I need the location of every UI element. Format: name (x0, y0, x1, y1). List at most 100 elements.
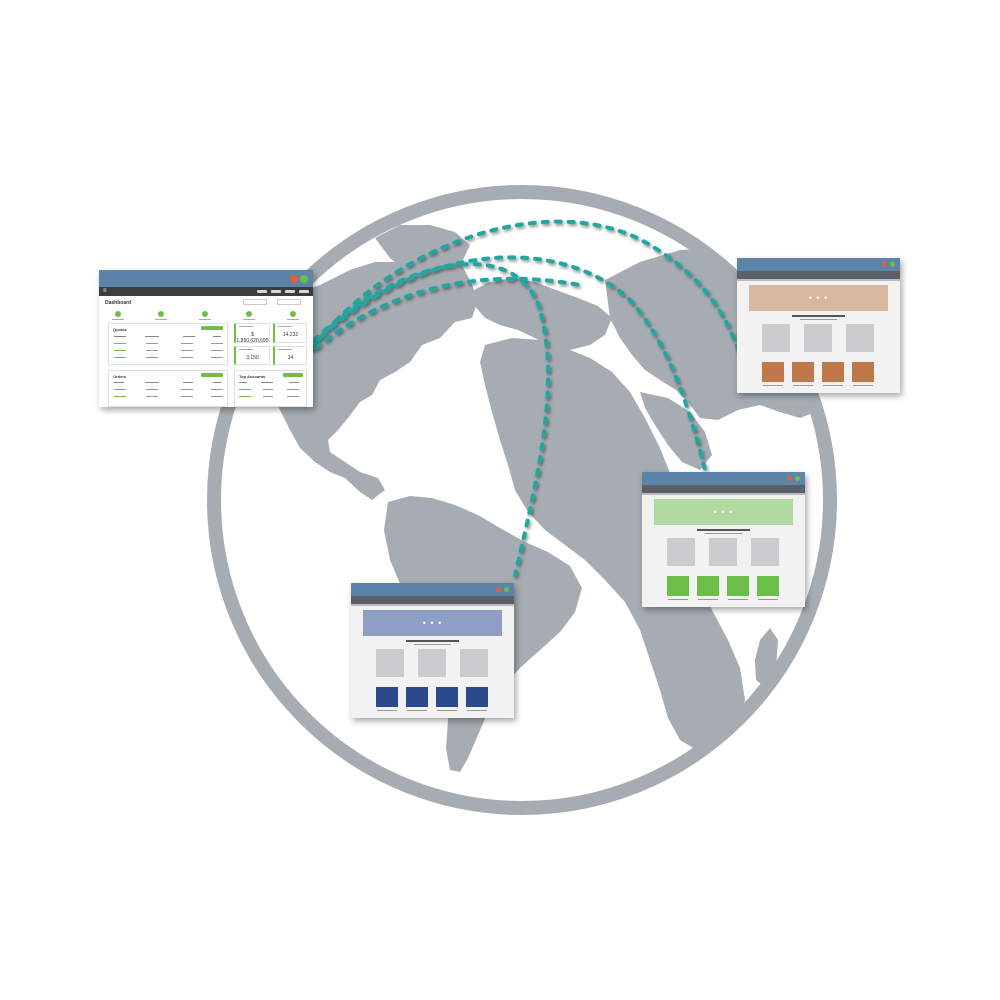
route-to-europe (314, 276, 582, 350)
product-tile[interactable] (792, 362, 814, 382)
image-tile[interactable] (418, 649, 446, 677)
view-all-button[interactable] (201, 373, 223, 377)
nav-button[interactable] (285, 290, 295, 293)
close-dot-icon[interactable] (882, 262, 887, 267)
cell (213, 336, 221, 337)
cell (181, 343, 193, 344)
island-madagascar (755, 628, 778, 688)
cell (239, 382, 247, 383)
stat-card[interactable]: $ 1,850,620,695 (234, 323, 270, 344)
cell (213, 382, 221, 383)
product-tile[interactable] (762, 362, 784, 382)
product-caption (793, 385, 813, 386)
heading-line (406, 640, 459, 642)
close-dot-icon[interactable] (290, 275, 298, 283)
stat-card[interactable]: 14 (273, 346, 307, 365)
hero-banner[interactable]: • • • (363, 610, 502, 636)
orders-panel: Orders (108, 370, 228, 407)
product-tile[interactable] (436, 687, 458, 707)
menu-icon[interactable]: ≡ (103, 288, 107, 294)
continent-africa (480, 338, 745, 752)
subheading-line (414, 644, 451, 645)
cell (211, 389, 223, 390)
globe-icon (207, 185, 837, 815)
stat-card[interactable]: 3,150 (234, 346, 270, 365)
hero-dots: • • • (422, 617, 443, 628)
top-accounts-title: Top Accounts (239, 374, 266, 379)
dashboard-navbar: ≡ (99, 287, 313, 296)
product-tile[interactable] (822, 362, 844, 382)
filter-select[interactable] (243, 299, 267, 305)
cell (181, 389, 193, 390)
cell (211, 350, 223, 351)
cell (146, 396, 158, 397)
cell (263, 389, 273, 390)
icon-label (199, 319, 211, 320)
cell (289, 382, 299, 383)
nav-button[interactable] (271, 290, 281, 293)
chart-icon[interactable] (202, 311, 208, 317)
stat-value: $ 1,850,620,695 (236, 332, 269, 344)
continent-greenland (375, 225, 470, 275)
cell (183, 382, 193, 383)
continent-arabia (640, 392, 712, 470)
cell (263, 396, 273, 397)
icon-label (243, 319, 255, 320)
heading-line (792, 315, 845, 317)
cell (261, 382, 273, 383)
cell (287, 389, 299, 390)
dashboard-window: ≡ Dashboard Quotes $ 1,850,6 (99, 270, 313, 407)
image-tile[interactable] (762, 324, 790, 352)
product-tile[interactable] (466, 687, 488, 707)
maximize-dot-icon[interactable] (795, 476, 800, 481)
nav-button[interactable] (299, 290, 309, 293)
close-dot-icon[interactable] (496, 587, 501, 592)
card-icon[interactable] (158, 311, 164, 317)
maximize-dot-icon[interactable] (300, 275, 308, 283)
storefront-window-blue: • • • (351, 583, 514, 718)
product-caption (853, 385, 873, 386)
image-tile[interactable] (846, 324, 874, 352)
image-tile[interactable] (460, 649, 488, 677)
product-tile[interactable] (852, 362, 874, 382)
subheading-line (800, 319, 837, 320)
quotes-panel: Quotes (108, 323, 228, 365)
user-icon[interactable] (115, 311, 121, 317)
document-icon[interactable] (246, 311, 252, 317)
product-tile[interactable] (667, 576, 689, 596)
product-caption (467, 710, 487, 711)
view-all-button[interactable] (201, 326, 223, 330)
product-tile[interactable] (406, 687, 428, 707)
list-icon[interactable] (290, 311, 296, 317)
icon-label (112, 319, 124, 320)
product-caption (698, 599, 718, 600)
cell (239, 396, 251, 397)
filter-select[interactable] (277, 299, 301, 305)
image-tile[interactable] (751, 538, 779, 566)
cell (114, 357, 126, 358)
window-titlebar (642, 472, 805, 485)
maximize-dot-icon[interactable] (890, 262, 895, 267)
image-tile[interactable] (667, 538, 695, 566)
icon-label (287, 319, 299, 320)
window-toolbar-divider (351, 604, 514, 606)
cell (287, 396, 299, 397)
product-caption (728, 599, 748, 600)
stat-card[interactable]: 14,232 (273, 323, 307, 343)
image-tile[interactable] (804, 324, 832, 352)
product-tile[interactable] (697, 576, 719, 596)
nav-button[interactable] (257, 290, 267, 293)
hero-banner[interactable]: • • • (654, 499, 793, 525)
window-toolbar-divider (642, 493, 805, 495)
product-tile[interactable] (757, 576, 779, 596)
cell (114, 396, 126, 397)
close-dot-icon[interactable] (787, 476, 792, 481)
image-tile[interactable] (709, 538, 737, 566)
image-tile[interactable] (376, 649, 404, 677)
product-tile[interactable] (376, 687, 398, 707)
maximize-dot-icon[interactable] (504, 587, 509, 592)
cell (114, 350, 126, 351)
product-tile[interactable] (727, 576, 749, 596)
view-all-button[interactable] (283, 373, 303, 377)
hero-banner[interactable]: • • • (749, 285, 888, 311)
